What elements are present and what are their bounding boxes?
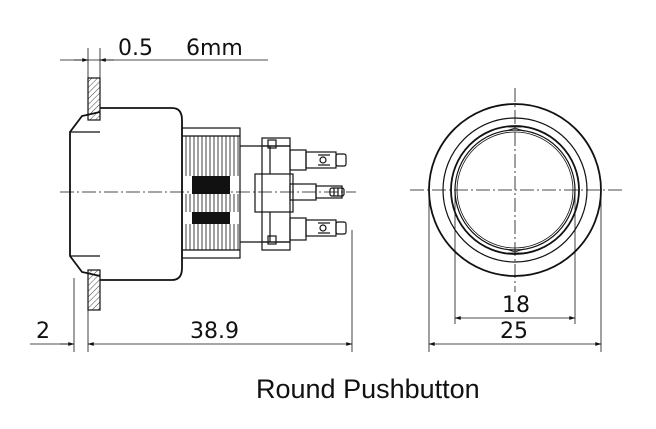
ribbed-block xyxy=(181,127,241,259)
side-view xyxy=(30,48,356,352)
panel-section-top xyxy=(87,77,101,121)
main-body xyxy=(100,107,183,281)
dim-top-offset: 0.5 xyxy=(118,36,153,61)
dim-outer-diameter: 25 xyxy=(500,319,528,344)
caption: Round Pushbutton xyxy=(256,374,480,404)
dim-top-range: 6mm xyxy=(186,36,243,61)
switch-housing xyxy=(240,145,291,243)
front-view xyxy=(410,88,622,352)
terminal-top xyxy=(289,149,347,171)
dim-panel-thickness: 2 xyxy=(36,319,50,344)
dim-body-length: 38.9 xyxy=(190,319,239,344)
panel-section-bottom xyxy=(87,269,101,311)
terminal-bottom xyxy=(289,217,347,241)
dim-inner-diameter: 18 xyxy=(502,293,530,318)
bezel-cap xyxy=(69,111,101,277)
